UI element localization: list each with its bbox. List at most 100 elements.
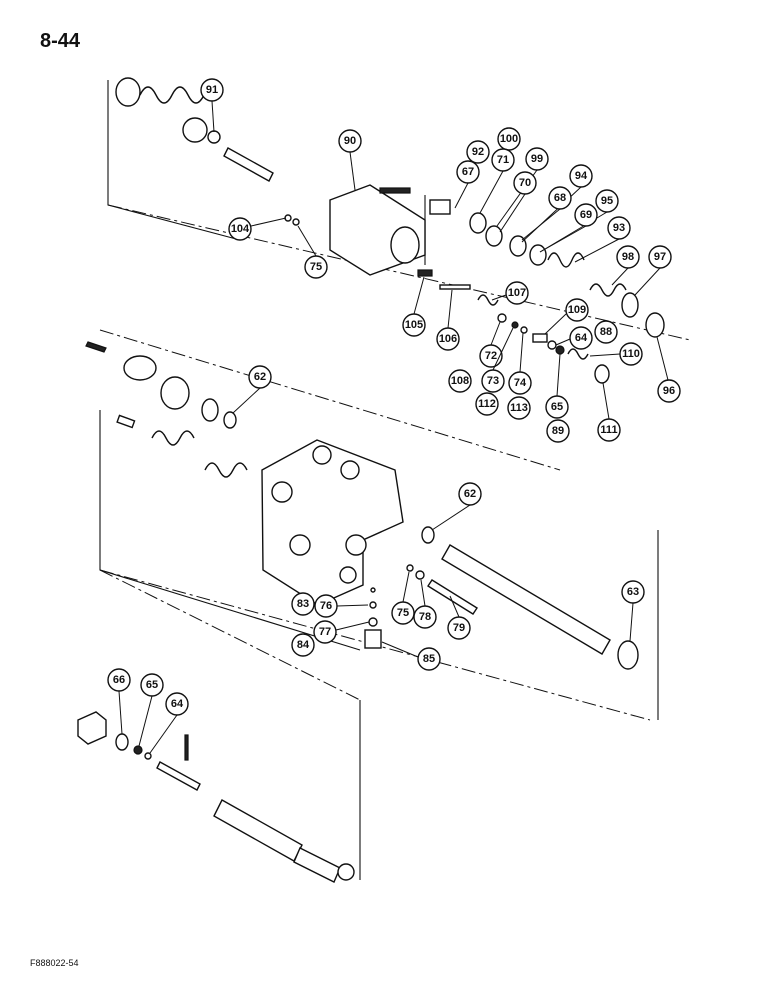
callout-label: 111 [600,424,617,436]
callout-105: 105 [402,276,426,337]
washer-91-part [207,130,221,144]
callout-label: 68 [554,192,566,204]
ring-77-part [368,617,378,627]
callout-label: 88 [600,326,612,338]
callout-label: 64 [575,332,588,344]
callout-label: 66 [113,674,125,686]
callout-label: 112 [478,398,496,410]
cap-111-part [594,364,610,384]
callout-106: 106 [436,289,460,351]
ring-65-lower-part [133,745,143,755]
callout-90: 90 [338,129,362,191]
valve-body-part [261,439,404,606]
port-5-part [345,534,367,556]
callout-91: 91 [200,78,224,133]
ring-70-part [485,225,503,247]
callout-64-lower: 64 [149,692,189,754]
port-4-part [289,534,311,556]
actuator-cap-part [123,355,157,381]
callout-104: 104 [228,217,287,241]
callout-label: 89 [552,425,564,437]
callout-label: 79 [453,622,465,634]
callout-66: 66 [107,668,131,735]
callout-label: 77 [319,626,331,638]
callout-93: 93 [574,216,631,263]
spring-107-part [477,294,499,306]
figure-code: F888022-54 [30,958,79,968]
ball-83-part [370,587,376,593]
callout-94: 94 [521,164,593,243]
lower-spool-part [213,799,303,862]
callout-label: 75 [397,607,409,619]
callout-108: 108 [448,369,472,393]
sleeve-109-part [532,333,548,343]
plate-part [429,199,451,215]
washer-108-part [497,313,507,323]
port-2-part [340,460,360,480]
stem-lower-part [156,761,201,791]
callout-72: 72 [479,321,503,368]
callout-label: 94 [575,170,588,182]
callout-label: 104 [231,223,250,235]
callout-label: 72 [485,350,497,362]
callout-label: 92 [472,146,484,158]
oring-63-part [617,640,639,670]
callout-label: 96 [663,385,675,397]
callout-65-lower: 65 [138,673,164,747]
lower-top-line [99,569,361,701]
spring-middle-1 [151,430,195,446]
callout-112: 112 [475,392,499,416]
callout-69: 69 [539,203,598,253]
callout-85: 85 [381,641,441,671]
port-3-part [271,481,293,503]
page-number: 8-44 [40,30,81,52]
callout-89: 89 [546,419,570,443]
end-knob-lower-part [337,863,355,881]
callout-label: 100 [500,133,518,145]
callout-label: 62 [254,371,266,383]
end-piece-lower-part [293,847,341,883]
callout-107: 107 [491,281,529,305]
plug-66-part [77,711,107,745]
callout-92: 92 [466,140,490,164]
oring-66-part [115,733,129,751]
seal-71-part [469,212,487,234]
callout-100: 100 [497,127,521,151]
housing-bore-part [390,226,420,264]
rod-middle-part [116,414,136,429]
callout-label: 93 [613,222,625,234]
callout-109: 109 [544,298,589,335]
ring-64-part [547,340,557,350]
callout-84: 84 [291,633,315,657]
callout-label: 85 [423,653,435,665]
callout-96: 96 [656,336,681,403]
callout-label: 62 [464,488,476,500]
callout-97: 97 [634,245,672,296]
callout-label: 107 [508,287,526,299]
callout-label: 63 [627,586,639,598]
callout-99: 99 [496,147,549,227]
spring-seat-part [160,376,190,410]
callout-74: 74 [508,332,532,395]
callout-68: 68 [521,186,572,241]
callout-75-middle: 75 [391,571,415,625]
end-cap-part [115,77,141,107]
callout-79: 79 [447,595,471,640]
plug-85-part [364,629,382,649]
spring-cap-part [182,117,208,143]
ring-75-upper-part [292,218,300,226]
callout-label: 76 [320,600,332,612]
cap-97-part [621,292,639,318]
callout-label: 65 [146,679,158,691]
poppet-79-part [427,579,478,615]
washer-113-part [520,326,528,334]
callout-77: 77 [313,620,370,644]
callout-75-upper: 75 [297,225,328,279]
callout-label: 65 [551,401,563,413]
callout-111: 111 [597,382,621,442]
washer-middle-part [201,398,219,422]
callout-label: 99 [531,153,543,165]
callout-64-upper: 64 [555,326,593,350]
spring-98-part [589,283,627,297]
middle-top-line [99,329,561,471]
